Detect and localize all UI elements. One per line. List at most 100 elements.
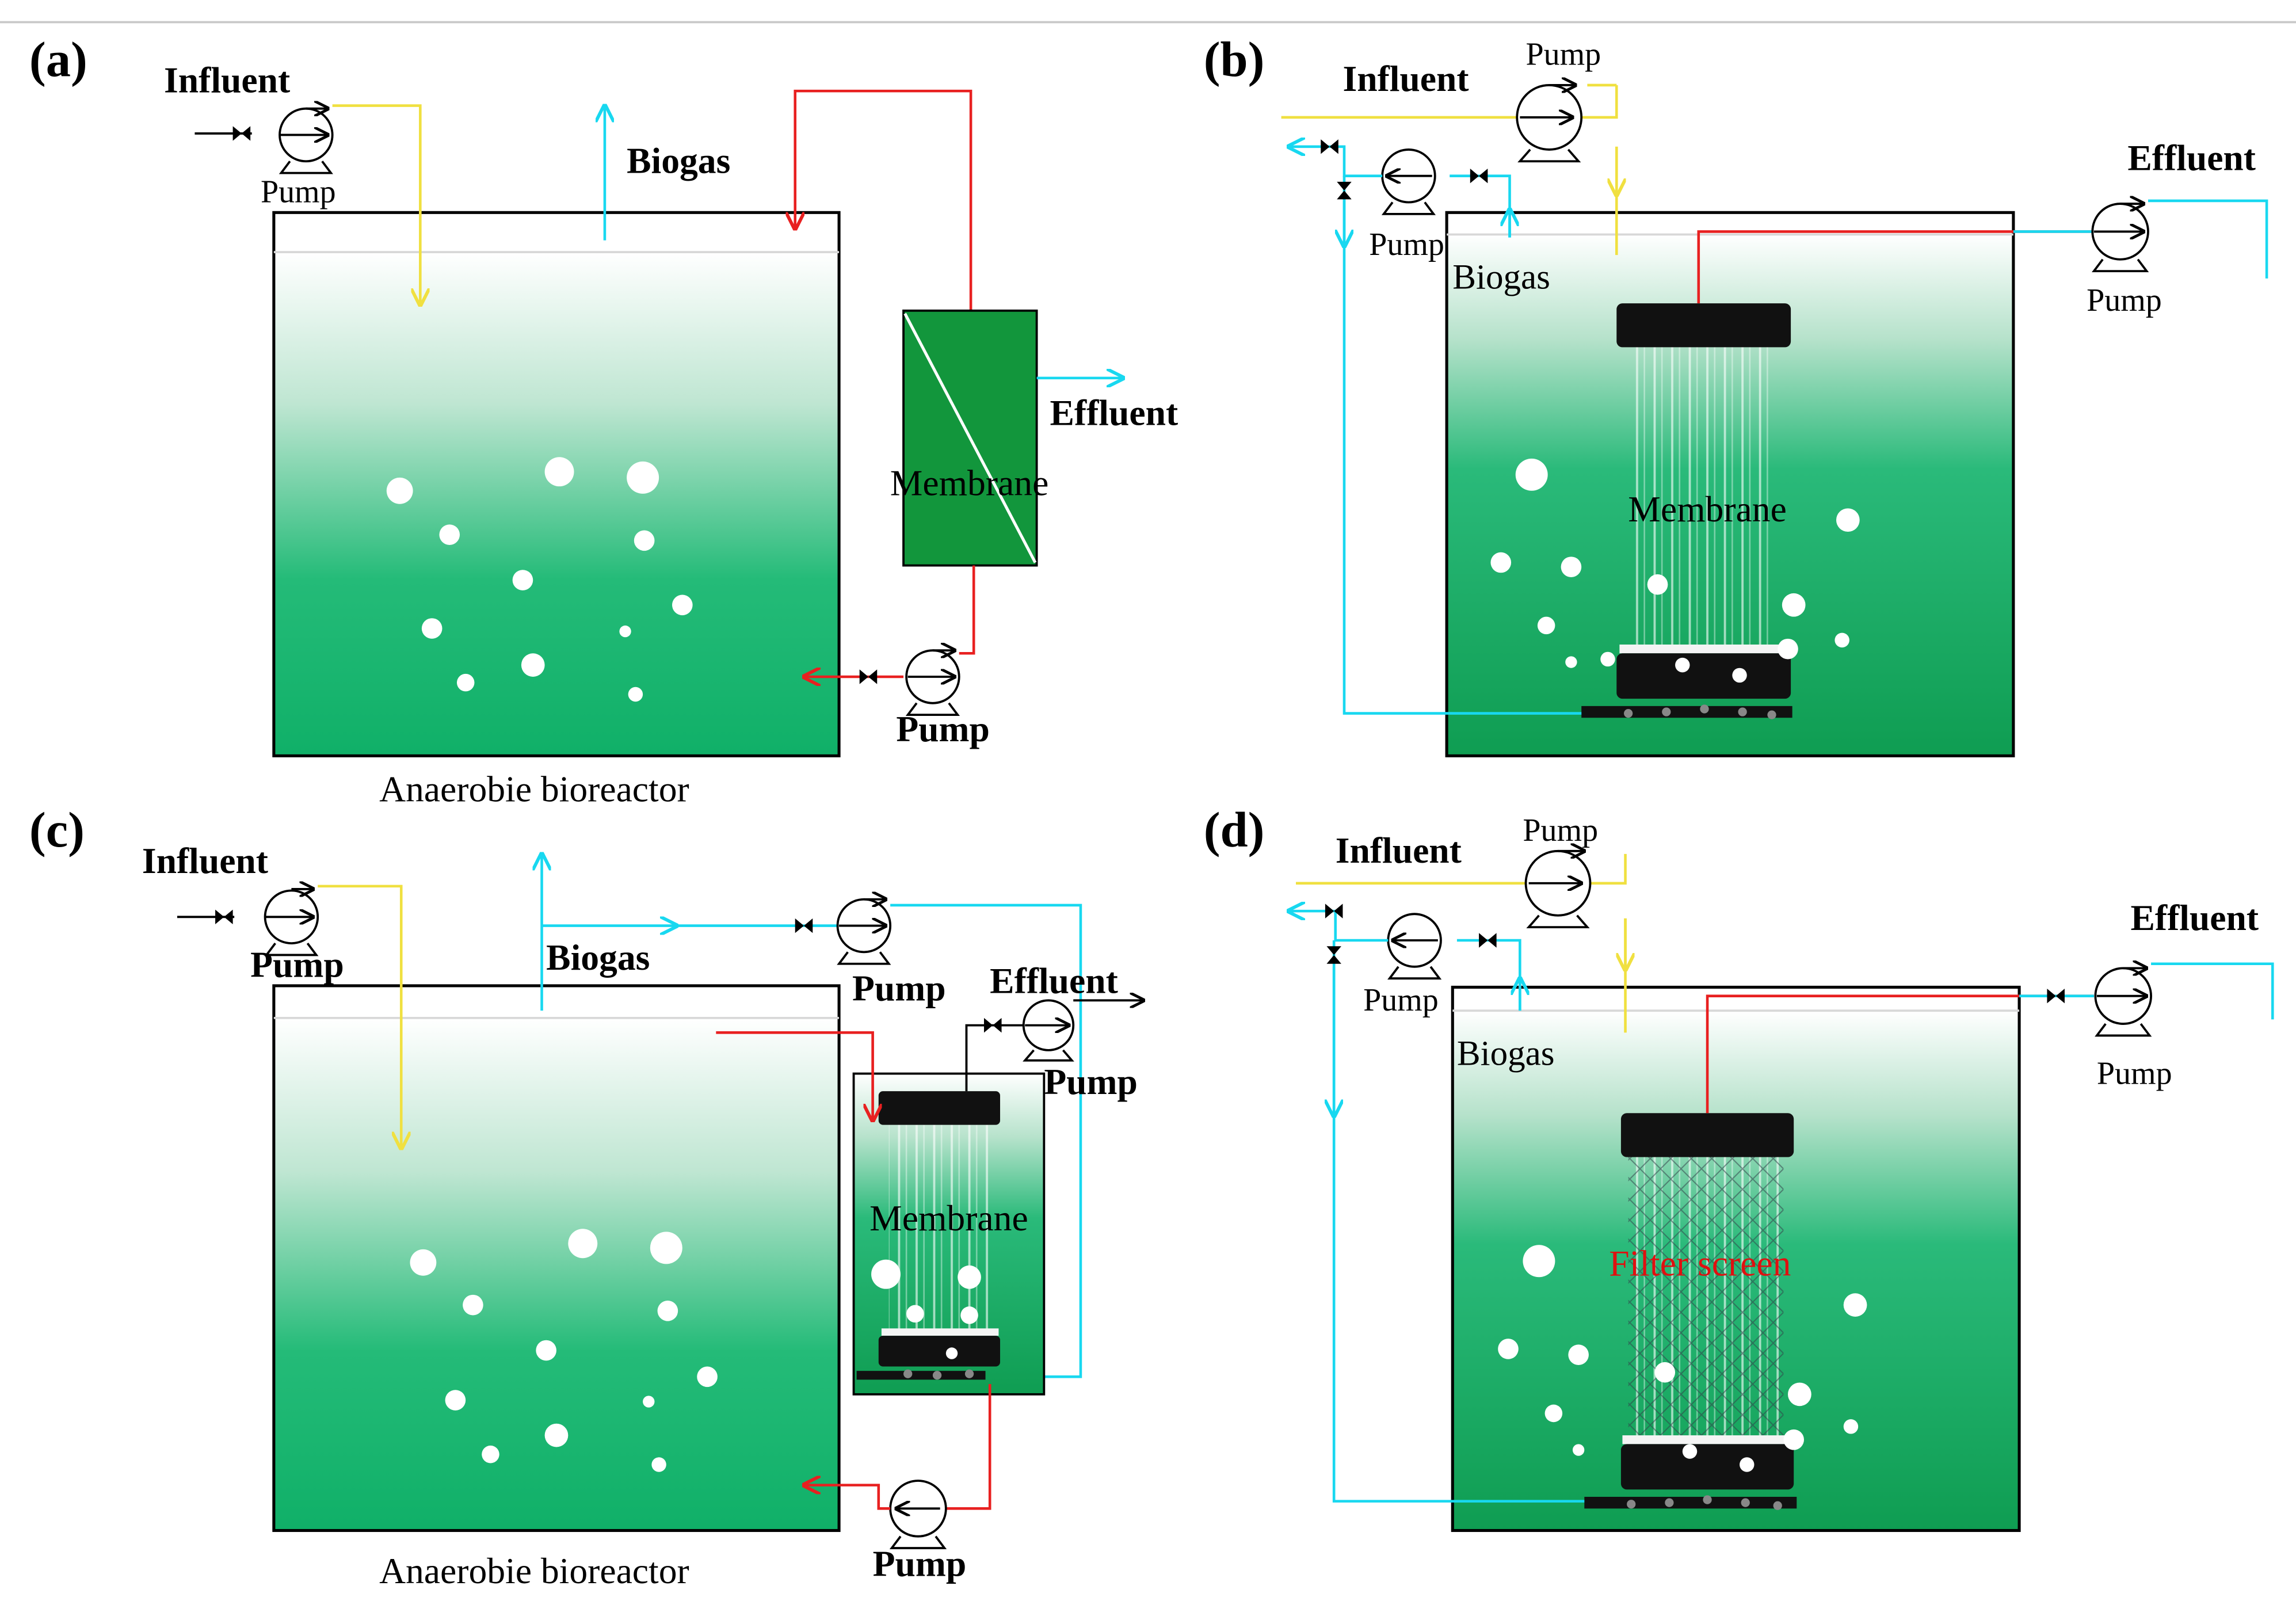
pump-label: Pump <box>2097 1055 2172 1091</box>
membrane-spacer <box>1619 644 1790 654</box>
filter-screen-mesh <box>1628 1154 1784 1442</box>
panel-b: (b) Membrane Influent <box>1204 32 2268 757</box>
pump-label: Pump <box>2087 283 2162 318</box>
pump-icon <box>889 1480 947 1549</box>
membrane-spacer <box>881 1328 999 1336</box>
feed-line <box>1281 85 1618 119</box>
feed-line <box>318 885 401 1148</box>
biogas-line <box>1456 939 1521 1011</box>
sparging-line <box>1342 176 1582 715</box>
pump-label: Pump <box>250 944 344 985</box>
filter-spacer <box>1622 1435 1792 1444</box>
aerator-holes <box>1624 704 1776 719</box>
panel-c: (c) Influent Pump <box>29 802 1143 1591</box>
reactor-tank <box>272 211 841 757</box>
reactor-liquid <box>273 1017 840 1531</box>
panel-a: (a) Influent Pump Biogas Membrane <box>29 32 1178 810</box>
membrane-label: Membrane <box>1628 489 1787 529</box>
return-line-down <box>944 1384 991 1510</box>
membrane-fibers <box>1628 344 1775 652</box>
permeate-line <box>1706 994 2094 1114</box>
effluent-label: Effluent <box>2127 138 2256 178</box>
filter-screen-label: Filter screen <box>1609 1243 1791 1284</box>
aerator-holes <box>903 1369 974 1380</box>
membrane-fibers <box>888 1124 991 1333</box>
pump-icon <box>1524 851 1592 929</box>
reactor-liquid <box>273 252 840 756</box>
pump-icon <box>1387 913 1442 980</box>
effluent-label: Effluent <box>1050 392 1178 433</box>
bubbles <box>1490 458 1860 683</box>
valve-icon <box>1326 946 1341 964</box>
sludge-feed-line <box>716 1031 872 1120</box>
sparging-line <box>1332 940 1585 1503</box>
biogas-vent <box>1288 911 1389 942</box>
membrane-header <box>878 1091 1000 1125</box>
influent-label: Influent <box>142 840 268 881</box>
pump-label: Pump <box>873 1543 967 1584</box>
influent-label: Influent <box>164 60 290 101</box>
panel-b-tag: (b) <box>1204 32 1265 87</box>
membrane-base <box>1616 653 1791 699</box>
reactor-tank <box>1451 985 2021 1533</box>
biogas-label: Biogas <box>627 140 730 181</box>
membrane-base <box>878 1336 1000 1367</box>
biogas-vent <box>1288 147 1383 178</box>
filter-header <box>1620 1113 1794 1157</box>
bubbles <box>871 1259 981 1359</box>
effluent-outlet <box>2151 962 2274 1020</box>
feed-line <box>1296 853 1627 885</box>
pump-label: Pump <box>852 967 946 1008</box>
membrane-header <box>1616 303 1791 348</box>
panel-c-tag: (c) <box>29 802 85 857</box>
membrane-label: Membrane <box>869 1198 1028 1238</box>
pump-icon <box>1516 85 1583 163</box>
pump-icon <box>1022 999 1075 1062</box>
bubbles <box>1498 1245 1867 1472</box>
filter-base <box>1620 1444 1794 1490</box>
panel-d: (d) Filter screen Influent <box>1204 802 2274 1533</box>
valve-icon <box>1479 933 1497 948</box>
valve-icon <box>859 669 878 684</box>
return-line-up <box>959 565 975 655</box>
valve-icon <box>1321 139 1338 154</box>
influent-label: Influent <box>1342 58 1469 99</box>
biogas-label: Biogas <box>546 937 650 978</box>
pump-icon <box>836 899 892 965</box>
effluent-label: Effluent <box>990 960 1118 1001</box>
permeate-line <box>965 1024 1025 1092</box>
membrane-divider <box>903 312 1037 563</box>
bubbles <box>410 1229 718 1472</box>
pump-icon <box>905 650 960 716</box>
feed-line <box>332 104 421 305</box>
valve-icon <box>795 918 813 933</box>
membrane-label: Membrane <box>890 462 1049 503</box>
influent-label: Influent <box>1336 830 1462 871</box>
biogas-label: Biogas <box>1452 258 1550 297</box>
aerator-holes <box>1627 1495 1782 1510</box>
reactor-label: Anaerobie bioreactor <box>379 768 689 809</box>
reactor-label: Anaerobie bioreactor <box>379 1550 689 1591</box>
panel-d-tag: (d) <box>1204 802 1265 857</box>
reactor-tank <box>1445 211 2015 757</box>
valve-icon <box>1325 904 1343 918</box>
pump-icon <box>1381 148 1436 215</box>
pump-label: Pump <box>1044 1061 1138 1102</box>
effluent-label: Effluent <box>2130 897 2259 938</box>
biogas-label: Biogas <box>1457 1034 1555 1073</box>
pump-icon <box>2094 968 2152 1037</box>
pump-label: Pump <box>1363 982 1439 1018</box>
bubbles <box>386 457 693 702</box>
aerator <box>856 1371 986 1380</box>
pump-label: Pump <box>1526 36 1601 72</box>
valve-icon <box>1337 181 1352 200</box>
pump-icon <box>2091 204 2149 273</box>
pump-label: Pump <box>1523 813 1598 848</box>
permeate-line <box>1697 230 2094 304</box>
pump-label: Pump <box>1369 227 1444 262</box>
aerator <box>1584 1496 1797 1509</box>
panel-a-tag: (a) <box>29 32 87 87</box>
pump-icon <box>279 109 334 174</box>
